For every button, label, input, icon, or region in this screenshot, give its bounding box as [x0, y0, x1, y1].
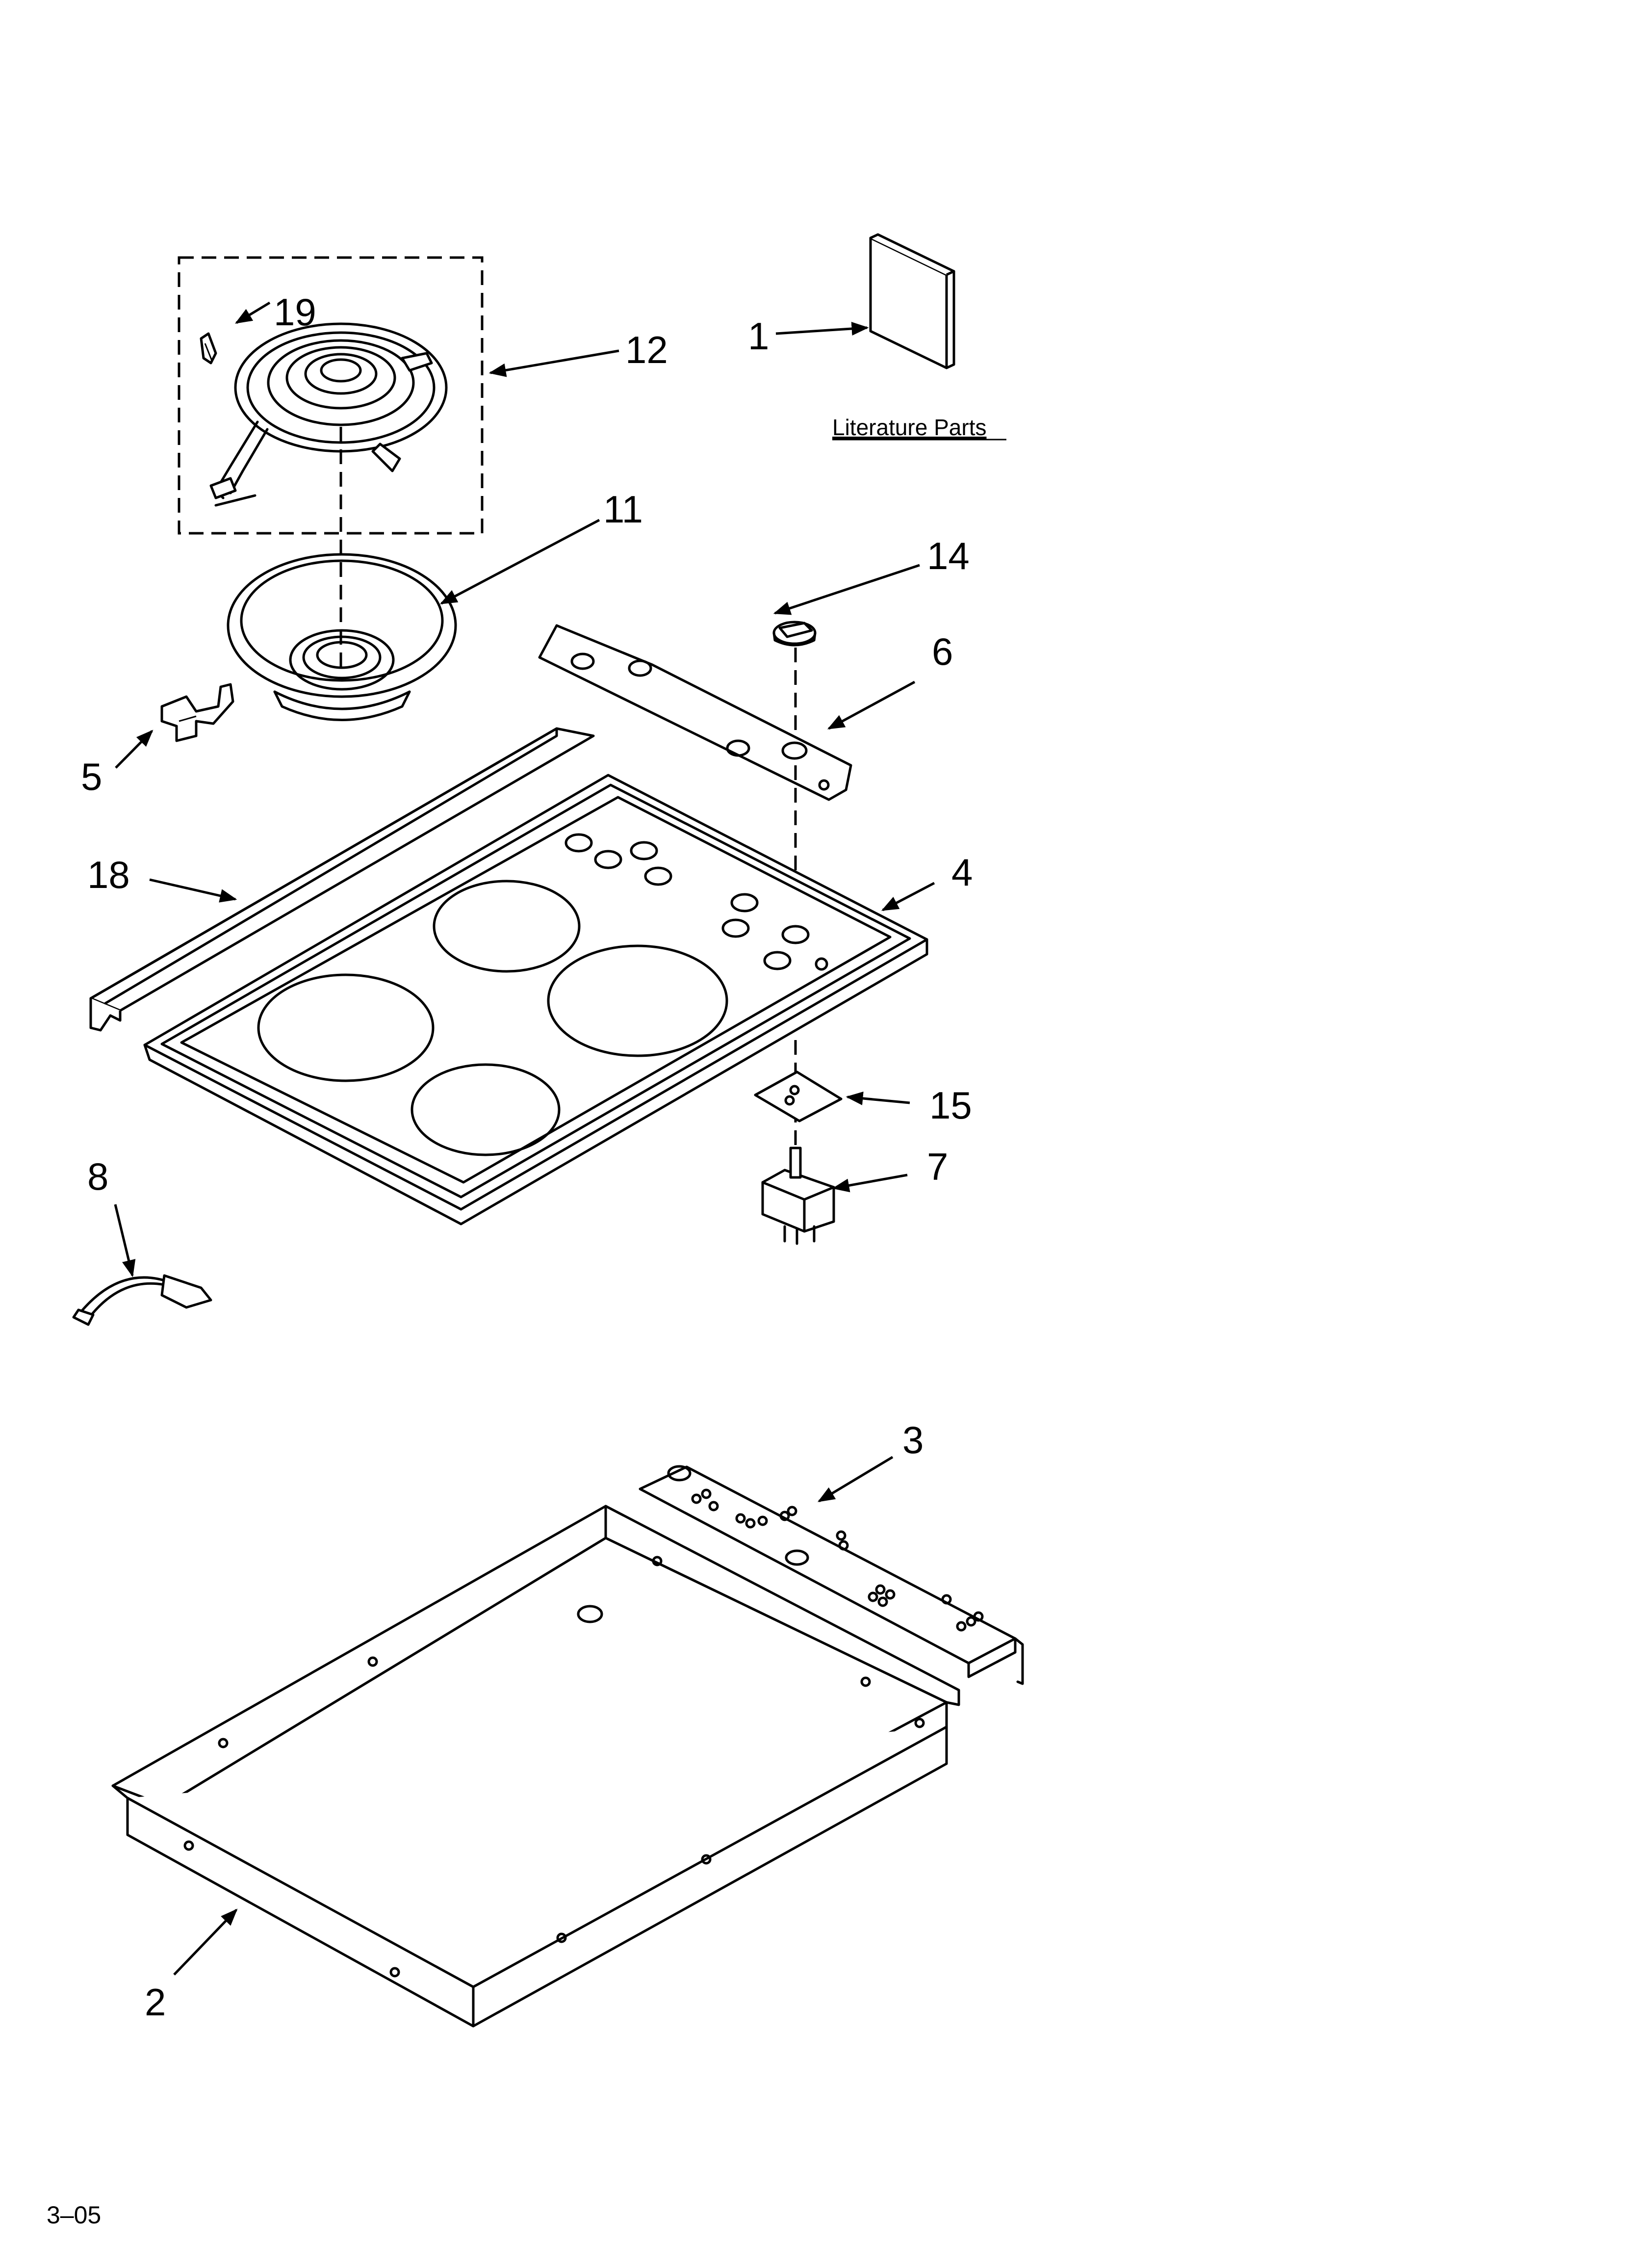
callout-15: 15	[929, 1084, 972, 1127]
leader-15	[846, 1092, 910, 1105]
leader-12	[488, 349, 619, 377]
leader-7	[832, 1173, 908, 1193]
burner-opening-rear-left	[433, 880, 581, 973]
leader-1	[775, 322, 869, 336]
burner-opening-front-right	[410, 1063, 561, 1156]
cooktop-base-pan	[111, 1505, 960, 2028]
cooktop	[143, 774, 928, 1225]
trim-strip	[89, 727, 595, 1032]
burner-opening-front-left	[257, 973, 435, 1082]
page-code: 3–05	[47, 2201, 101, 2229]
leader-18	[149, 878, 237, 903]
leader-lines	[114, 301, 935, 1976]
burner-opening-rear-right	[547, 944, 728, 1057]
leader-19	[235, 301, 271, 324]
callout-12: 12	[625, 328, 668, 371]
callout-5: 5	[81, 755, 102, 798]
callout-2: 2	[145, 1981, 166, 2024]
drip-bowl	[227, 553, 457, 721]
surface-element-assembly	[178, 256, 484, 535]
callout-7: 7	[927, 1145, 948, 1188]
callout-6: 6	[932, 630, 953, 673]
wire-harness	[72, 1274, 212, 1326]
leader-3	[817, 1456, 894, 1503]
control-bracket	[639, 1465, 1024, 1685]
element-group-box	[178, 256, 484, 535]
callout-4: 4	[951, 851, 973, 894]
control-knob	[772, 621, 817, 647]
infinite-switch	[761, 1147, 835, 1245]
terminal-block	[160, 683, 234, 742]
callout-1: 1	[748, 314, 769, 358]
callout-11: 11	[603, 488, 643, 531]
literature-parts-label: Literature Parts	[832, 415, 986, 440]
leader-11	[439, 519, 600, 605]
leader-5	[115, 730, 154, 769]
callouts: 1 2 3 4 5 6 7 8 11 12 14 15 18 19	[81, 290, 973, 2024]
terminal-clip	[200, 332, 217, 365]
leader-8	[114, 1204, 136, 1277]
callout-19: 19	[274, 290, 316, 334]
callout-18: 18	[87, 853, 130, 896]
surface-element-coil	[209, 322, 448, 507]
leader-2	[173, 1908, 238, 1976]
leader-14	[773, 564, 920, 615]
callout-8: 8	[87, 1155, 108, 1198]
control-panel-overlay	[538, 624, 852, 801]
insulator-pad	[754, 1070, 843, 1122]
leader-4	[881, 882, 935, 912]
leader-6	[827, 680, 916, 730]
callout-14: 14	[927, 534, 970, 577]
literature-book	[869, 233, 955, 369]
callout-3: 3	[902, 1418, 924, 1461]
